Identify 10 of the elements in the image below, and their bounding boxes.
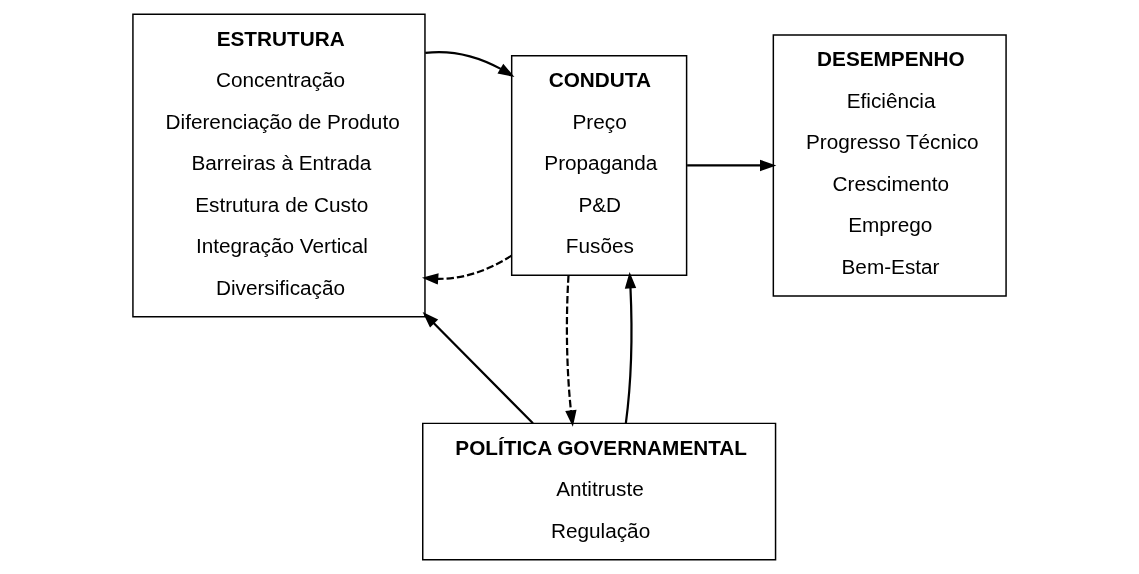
node-box: DESEMPENHO Eficiência Progresso Técnico Crescimento Emprego Bem-Estar <box>772 34 1007 297</box>
arrow <box>425 50 515 77</box>
node-box: POLÍTICA GOVERNAMENTAL Antitruste Regulação <box>422 422 777 561</box>
arrow <box>422 311 534 425</box>
arrow <box>624 272 637 424</box>
arrow <box>421 254 513 285</box>
node-box: CONDUTA Preço Propaganda P&D Fusões <box>510 55 688 276</box>
node-box: ESTRUTURA Concentração Diferenciação de Produto Barreiras à Entrada Estrutura de Custo Integração Vertical Diversificação <box>132 13 426 318</box>
arrow <box>565 275 577 427</box>
arrow <box>687 159 777 172</box>
